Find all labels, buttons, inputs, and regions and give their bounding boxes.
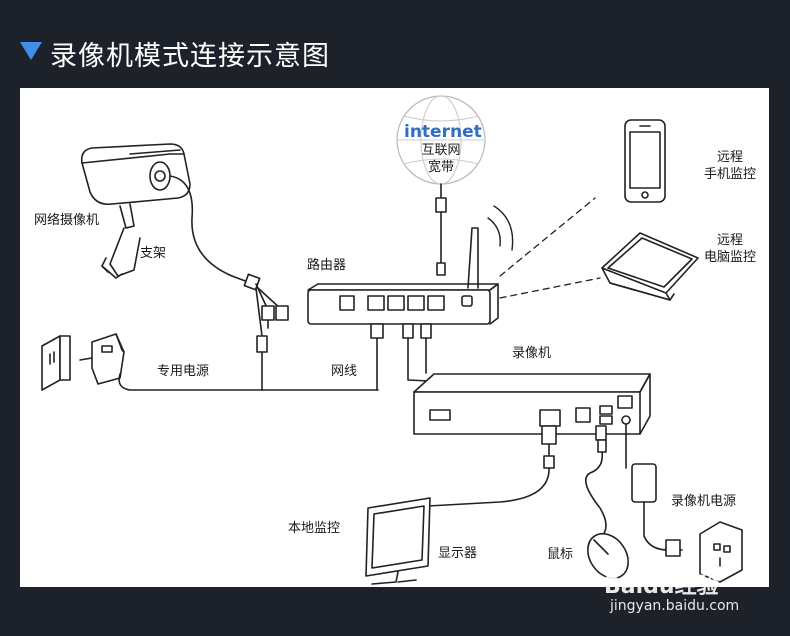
nvr-recorder-icon	[413, 373, 651, 435]
bracket-label: 支架	[140, 246, 167, 261]
internet-broadband-line1: 互联网	[421, 143, 461, 158]
local-monitor-label: 本地监控	[288, 521, 341, 536]
internet-word: internet	[404, 122, 482, 142]
connection-diagram	[41, 95, 743, 585]
power-adapter-icon	[79, 333, 263, 391]
footer-bar	[0, 587, 790, 636]
monitor-icon	[365, 497, 431, 585]
mouse-icon	[584, 425, 629, 580]
laptop-icon	[601, 232, 699, 301]
nvr-power-adapter-icon	[625, 423, 743, 583]
mouse-label: 鼠标	[547, 547, 574, 562]
camera-cable	[169, 175, 379, 391]
internet-broadband-line2: 宽带	[427, 160, 454, 175]
internet-label: internet 互联网 宽带	[404, 122, 482, 176]
baidu-watermark-url: jingyan.baidu.com	[610, 598, 740, 614]
nvr-label: 录像机	[512, 346, 552, 361]
diagram-panel: internet 互联网 宽带 网络摄像机 支架 路由器 专用电源 网线 录像机…	[20, 88, 769, 587]
vga-cable	[427, 425, 557, 507]
ip-camera-icon	[80, 143, 191, 279]
network-cable-label: 网线	[331, 364, 358, 379]
internet-cable	[435, 183, 447, 276]
remote-pc-line1: 远程	[716, 233, 743, 248]
header-bar: 录像机模式连接示意图	[0, 0, 790, 88]
smartphone-icon	[624, 119, 666, 203]
remote-phone-line1: 远程	[716, 150, 743, 165]
baidu-watermark: Baidu经验	[604, 574, 719, 599]
power-special-label: 专用电源	[157, 364, 210, 379]
remote-pc-line2: 电脑监控	[703, 250, 756, 265]
camera-label: 网络摄像机	[34, 213, 100, 228]
remote-phone-line2: 手机监控	[703, 167, 756, 182]
nvr-power-label: 录像机电源	[671, 494, 737, 509]
router-label: 路由器	[307, 258, 347, 273]
display-label: 显示器	[438, 546, 478, 561]
page-title: 录像机模式连接示意图	[50, 41, 330, 72]
router-icon	[307, 205, 514, 325]
triangle-down-icon	[20, 42, 42, 60]
remote-pc-label: 远程 电脑监控	[694, 232, 766, 266]
wall-socket-icon	[41, 335, 71, 391]
remote-phone-label: 远程 手机监控	[694, 149, 766, 183]
